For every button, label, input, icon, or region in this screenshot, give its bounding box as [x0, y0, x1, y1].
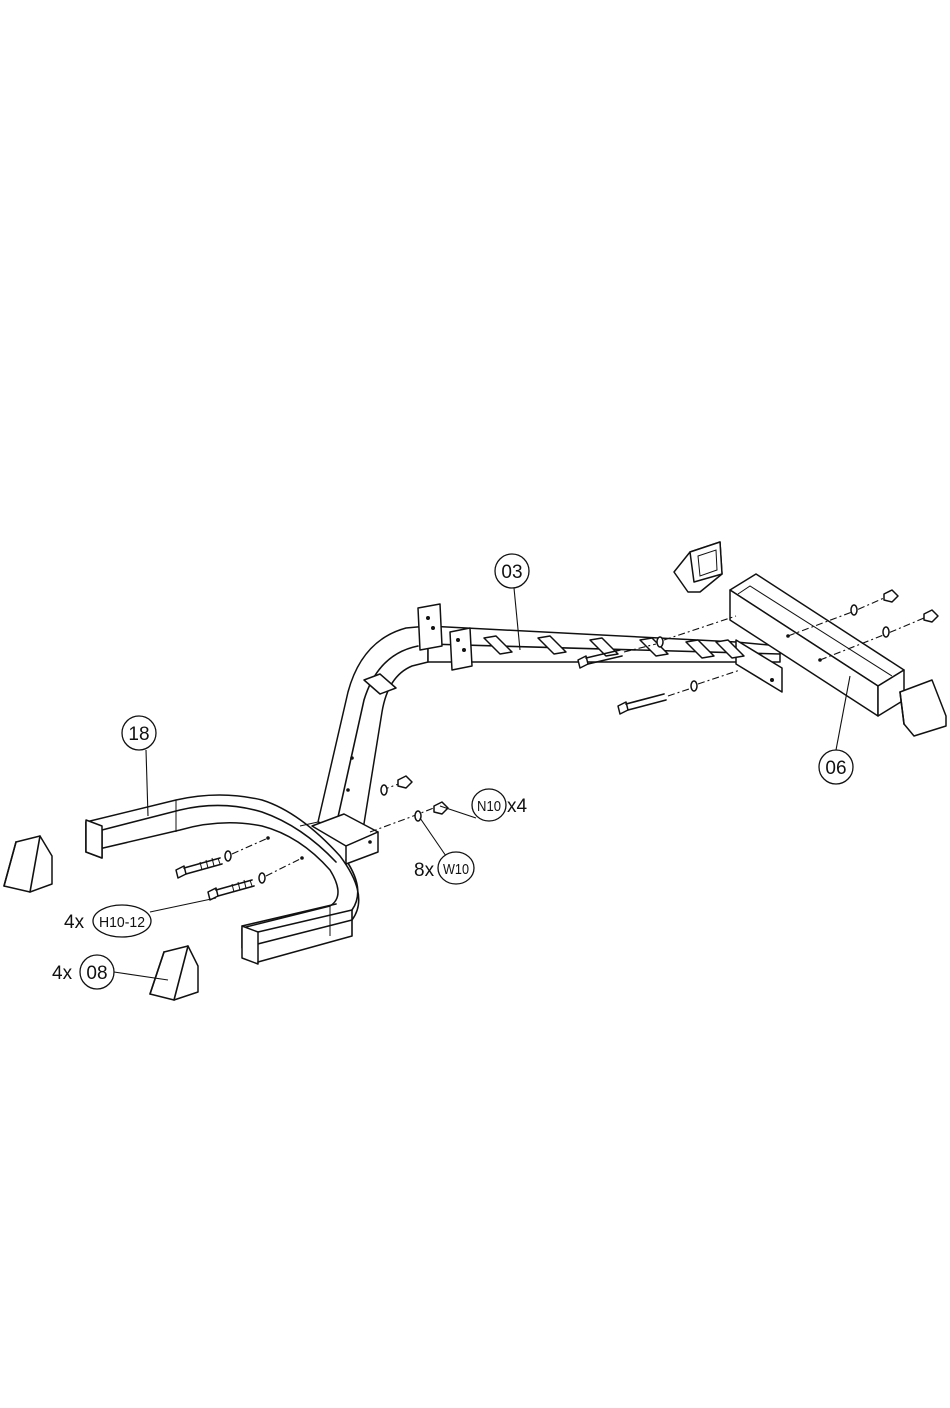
- callout-18-label: 18: [128, 724, 149, 745]
- callout-06-label: 06: [825, 758, 846, 779]
- callout-08-label: 08: [86, 963, 107, 984]
- callout-w10-qty: 8x: [414, 860, 435, 881]
- callout-part-18: 18: [122, 716, 156, 816]
- callout-h10-12: H10-12 4x: [64, 898, 216, 937]
- end-cap-left: [4, 836, 52, 892]
- callout-part-08: 08 4x: [52, 955, 168, 989]
- end-cap-top-right: [674, 542, 722, 592]
- callout-w10-label: W10: [443, 861, 469, 878]
- callout-n10-qty: x4: [507, 796, 528, 817]
- hardware-left-bolts: [176, 838, 302, 900]
- callout-08-qty: 4x: [52, 963, 73, 984]
- end-cap-right: [900, 680, 946, 736]
- hardware-center-nuts: [370, 776, 448, 832]
- callout-h10-12-label: H10-12: [99, 914, 145, 931]
- part-03-main-frame: [300, 604, 782, 864]
- callout-h10-12-qty: 4x: [64, 912, 85, 933]
- callout-03-label: 03: [501, 562, 522, 583]
- callout-n10: N10 x4: [440, 789, 528, 821]
- callout-n10-label: N10: [477, 798, 501, 815]
- callout-w10: W10 8x: [414, 818, 474, 884]
- end-cap-bottom: [150, 946, 198, 1000]
- hardware-right-bolts: [578, 616, 740, 714]
